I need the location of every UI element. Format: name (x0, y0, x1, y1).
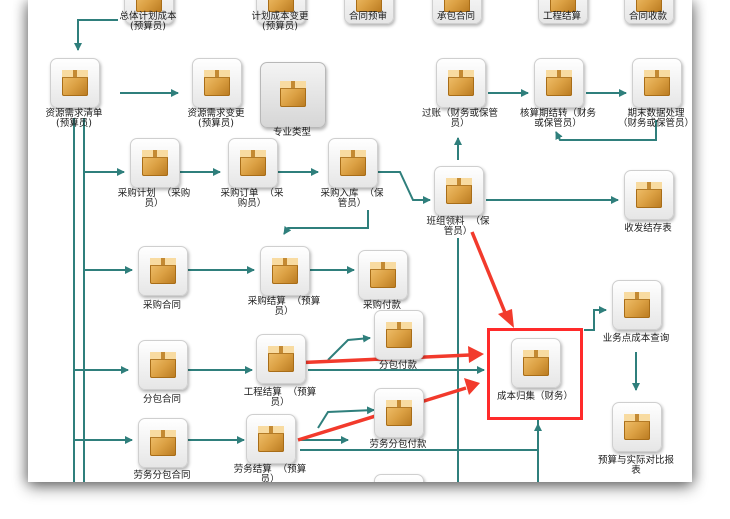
highlight-frame (487, 328, 583, 420)
node-label: 工程结算 （预算 员） (243, 387, 317, 408)
node-label: 过账（财务或保管 员） (421, 108, 499, 129)
node-label: 业务点成本查询 (602, 333, 670, 344)
box-icon (260, 246, 310, 296)
box-icon (328, 138, 378, 188)
node-label: 资源需求清单 (预算员) (45, 108, 103, 129)
box-icon (256, 334, 306, 384)
node-label: 合同收款 (628, 11, 668, 22)
node-label: 劳务结算 （预算 员） (233, 464, 307, 483)
box-icon (256, 0, 306, 24)
box-icon (130, 138, 180, 188)
node-label: 核算期结转（财务 或保管员） (519, 108, 597, 129)
node-label: 期末数据处理 （财务或保管员） (617, 108, 692, 129)
node-label: 劳务分包付款 (369, 439, 427, 450)
box-icon (434, 166, 484, 216)
box-icon (436, 58, 486, 108)
box-icon (358, 250, 408, 300)
node-label: 采购入库 （保 管员） (320, 188, 384, 209)
box-icon (534, 58, 584, 108)
node-label: 合同预审 (348, 11, 388, 22)
node-label: 采购合同 (142, 300, 182, 311)
node-label: 成本归集（财务） (496, 391, 574, 402)
box-icon (624, 0, 674, 24)
box-icon (511, 338, 561, 388)
box-icon (192, 58, 242, 108)
box-icon (374, 310, 424, 360)
node-label: 计划成本变更 (预算员) (251, 11, 309, 32)
box-icon (612, 280, 662, 330)
node-label: 采购付款 (362, 300, 402, 311)
box-icon (612, 402, 662, 452)
box-icon (260, 62, 326, 128)
node-label: 专业类型 (272, 127, 312, 138)
node-label: 分包合同 (142, 394, 182, 405)
box-icon (632, 58, 682, 108)
node-label: 分包付款 (378, 360, 418, 371)
box-icon (624, 170, 674, 220)
connector-plan-to-resource (74, 19, 118, 51)
node-label: 采购结算 （预算 员） (247, 296, 321, 317)
box-icon (124, 0, 174, 24)
box-icon (138, 340, 188, 390)
box-icon (246, 414, 296, 464)
node-label: 采购计划 （采购 员） (117, 188, 191, 209)
box-icon (432, 0, 482, 24)
node-label: 预算与实际对比报 表 (597, 455, 675, 476)
box-icon (50, 58, 100, 108)
flow-diagram-canvas: 总体计划成本 (预算员) 计划成本变更 (预算员) 合同预审 承包合同 工程结算… (28, 0, 692, 482)
box-icon (138, 418, 188, 468)
node-label: 劳务分包合同 (133, 470, 191, 481)
node-label: 班组领料 （保 管员） (426, 216, 490, 237)
node-label: 承包合同 (436, 11, 476, 22)
box-icon (138, 246, 188, 296)
box-icon (538, 0, 588, 24)
box-icon (374, 388, 424, 438)
node-label: 工程结算 (542, 11, 582, 22)
node-label: 收发结存表 (624, 223, 672, 234)
connector-lines (73, 19, 657, 482)
node-label: 资源需求变更 (预算员) (187, 108, 245, 129)
box-icon (228, 138, 278, 188)
node-label: 总体计划成本 (预算员) (119, 11, 177, 32)
box-icon (344, 0, 394, 24)
node-label: 采购订单 （采 购员） (220, 188, 284, 209)
box-icon (374, 474, 424, 482)
